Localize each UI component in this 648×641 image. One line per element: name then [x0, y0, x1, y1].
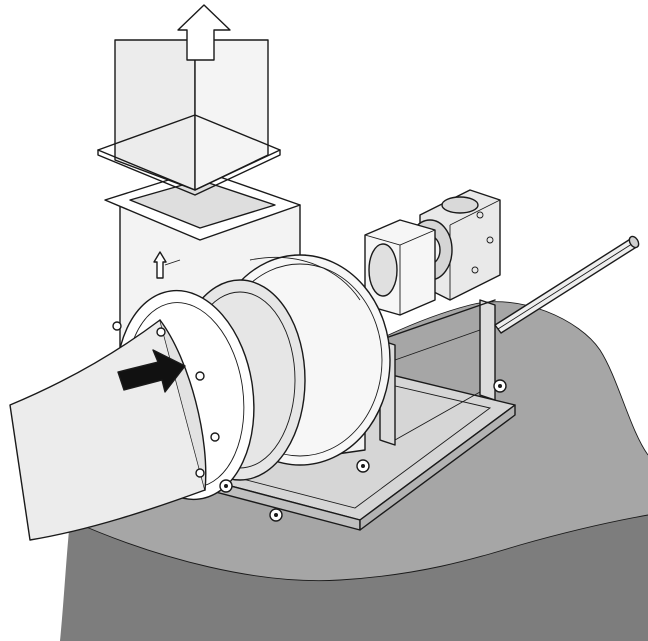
anchor-bolt	[356, 459, 370, 473]
flange-bolt	[195, 371, 205, 381]
outlet-duct	[97, 39, 281, 196]
flange-bolt	[112, 321, 122, 331]
coupling-guard	[364, 219, 436, 316]
outlet-flow-arrow	[177, 4, 231, 61]
anchor-bolts	[112, 321, 507, 522]
flange-bolt	[195, 468, 205, 478]
flange-bolt	[156, 327, 166, 337]
anchor-bolt	[269, 508, 283, 522]
drive-shaft	[494, 235, 640, 334]
flange-bolt	[210, 432, 220, 442]
inlet-flow-arrow	[117, 349, 186, 393]
anchor-bolt	[493, 379, 507, 393]
anchor-bolt	[219, 479, 233, 493]
